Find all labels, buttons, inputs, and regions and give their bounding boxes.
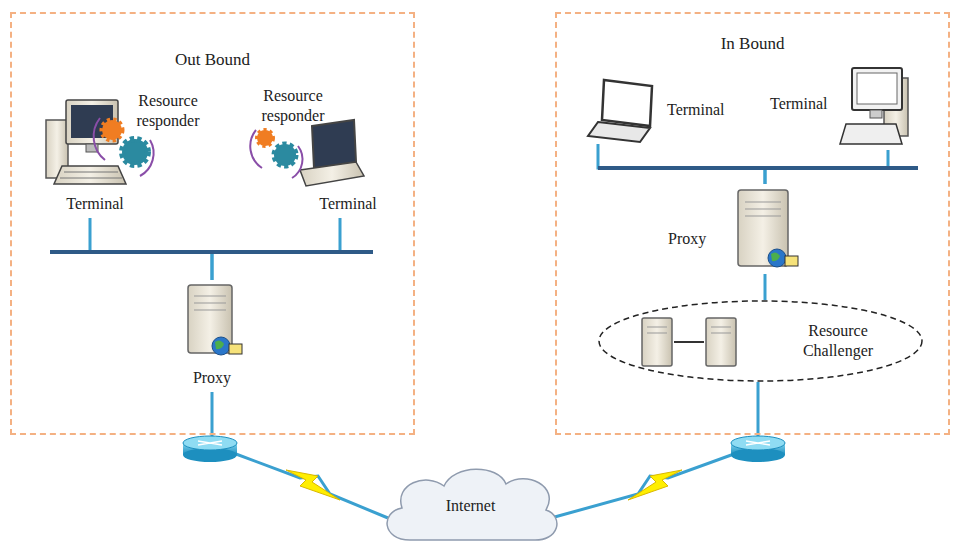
- terminal-node: Terminal: [585, 72, 750, 144]
- callout-label: Resource responder: [248, 86, 338, 126]
- proxy-node: Proxy: [668, 184, 803, 274]
- node-label: Proxy: [172, 368, 252, 388]
- internet-cloud: Internet: [378, 462, 563, 544]
- network-link: [212, 218, 340, 280]
- lightning-bolt: [628, 470, 682, 500]
- node-label: Proxy: [668, 229, 730, 249]
- node-label: In Bound: [557, 34, 948, 54]
- laptop-icon: [588, 80, 652, 142]
- callout-label: Resource responder: [123, 91, 213, 131]
- boundary-region: In BoundTerminal TerminalProxyResource Ch…: [555, 12, 950, 435]
- network-link: [90, 218, 212, 280]
- server-icon: [738, 190, 798, 267]
- server-cluster-ellipse: Resource Challenger: [598, 300, 923, 382]
- lightning-bolt: [286, 470, 340, 500]
- node-label: Terminal: [40, 194, 150, 214]
- boundary-region: Out BoundResource responderTerminalResou…: [10, 12, 415, 435]
- node-label: Terminal: [298, 194, 398, 214]
- network-link: [764, 274, 767, 300]
- router-icon: [183, 436, 237, 462]
- desktop-icon: [840, 68, 908, 144]
- node-label: Internet: [378, 496, 563, 516]
- terminal-node: Resource responderTerminal: [38, 86, 213, 218]
- server-icon: [188, 285, 242, 355]
- network-bus: [598, 166, 918, 170]
- network-link: [598, 144, 765, 184]
- proxy-node: Proxy: [172, 280, 252, 392]
- node-label: Out Bound: [12, 50, 413, 70]
- terminal-node: Terminal: [770, 62, 915, 150]
- desktop-icon: [46, 100, 126, 184]
- terminal-node: Resource responderTerminal: [248, 84, 408, 218]
- server-icon: [642, 318, 672, 366]
- network-link: [551, 382, 758, 518]
- laptop-icon: [300, 120, 364, 186]
- ellipse-outline: [598, 300, 923, 382]
- node-label: Terminal: [770, 94, 850, 114]
- server-link: [674, 341, 704, 343]
- gear-icon: [250, 130, 302, 178]
- server-icon: [706, 318, 736, 366]
- network-bus: [50, 250, 373, 254]
- node-label: Resource Challenger: [788, 321, 888, 361]
- network-link: [212, 392, 388, 518]
- router-icon: [731, 436, 785, 462]
- node-label: Terminal: [667, 100, 747, 120]
